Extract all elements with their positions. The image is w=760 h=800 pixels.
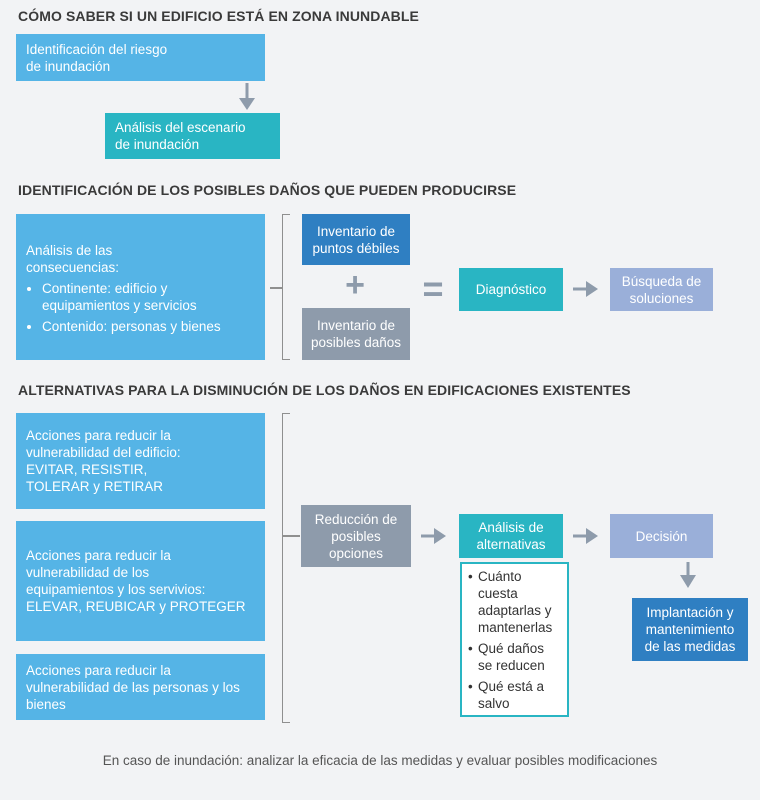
list-item: • Qué está a salvo [468,678,561,712]
box-text: Inventario de puntos débiles [312,223,400,256]
box-text-line: Identificación del riesgo [26,41,168,57]
bullet-icon: • [468,641,473,656]
flood-risk-identification-box: Identificación del riesgo de inundación [16,34,265,81]
question-text: Cuánto cuesta adaptarlas y mantenerlas [478,569,553,635]
box-text-line: Acciones para reducir la [26,548,171,563]
weak-points-inventory-box: Inventario de puntos débiles [302,214,410,265]
evaluation-questions-list: • Cuánto cuesta adaptarlas y mantenerlas… [460,562,569,717]
decision-box: Decisión [610,514,713,558]
connector-tick [270,287,282,289]
plus-sign: + [345,266,365,304]
box-text-line: EVITAR, RESISTIR, [26,462,148,477]
box-text-line: de inundación [26,58,111,74]
question-text: Qué está a salvo [478,679,545,711]
implementation-box: Implantación y mantenimiento de las medi… [632,598,748,661]
question-text: Qué daños se reducen [478,641,545,673]
flood-scenario-analysis-box: Análisis del escenario de inundación [105,113,280,159]
box-text: Reducción de posibles opciones [314,511,398,561]
box-text: Decisión [635,528,688,544]
connector-tick [282,535,300,537]
box-text-line: vulnerabilidad de los [26,565,150,580]
section3-bracket [282,413,290,723]
box-text: Análisis de alternativas [476,520,546,552]
bullet-icon: • [468,679,473,694]
box-text: Diagnóstico [475,282,547,297]
box-text: Implantación y mantenimiento de las medi… [644,605,736,654]
services-vulnerability-actions-box: Acciones para reducir la vulnerabilidad … [16,521,265,641]
list-item: • Cuánto cuesta adaptarlas y mantenerlas [468,568,561,636]
box-text-line: Acciones para reducir la [26,428,171,443]
box-text-line: vulnerabilidad de las personas y los [26,679,240,695]
section1-heading: CÓMO SABER SI UN EDIFICIO ESTÁ EN ZONA I… [18,8,419,24]
box-text-line: Análisis de las [26,243,113,258]
footer-note: En caso de inundación: analizar la efica… [102,753,658,768]
box-text: Inventario de posibles daños [310,318,402,350]
box-text-line: ELEVAR, REUBICAR y PROTEGER [26,599,246,614]
consequences-list: Continente: edificio y equipamientos y s… [26,280,255,339]
section3-heading: ALTERNATIVAS PARA LA DISMINUCIÓN DE LOS … [18,382,631,398]
box-text-line: consecuencias: [26,260,120,275]
box-text-line: vulnerabilidad del edificio: [26,445,181,460]
diagnosis-box: Diagnóstico [459,268,563,311]
options-reduction-box: Reducción de posibles opciones [301,505,411,567]
box-text-line: TOLERAR y RETIRAR [26,479,164,494]
consequence-item: Contenido: personas y bienes [42,318,255,335]
list-item: • Qué daños se reducen [468,640,561,674]
box-text-line: Análisis del escenario [115,120,246,135]
section2-heading: IDENTIFICACIÓN DE LOS POSIBLES DAÑOS QUE… [18,182,517,198]
box-text-line: Acciones para reducir la [26,662,171,678]
box-text-line: equipamientos y los servivios: [26,582,206,597]
damages-inventory-box: Inventario de posibles daños [302,308,410,360]
consequence-item: Continente: edificio y equipamientos y s… [42,280,255,314]
people-vulnerability-actions-box: Acciones para reducir la vulnerabilidad … [16,654,265,720]
bullet-icon: • [468,569,473,584]
box-text-line: de inundación [115,137,200,152]
equals-sign: = [422,268,444,309]
box-text-line: bienes [26,696,66,712]
section2-bracket [282,214,290,360]
consequences-analysis-box: Análisis de las consecuencias: Continent… [16,214,265,360]
solutions-search-box: Búsqueda de soluciones [610,268,713,311]
building-vulnerability-actions-box: Acciones para reducir la vulnerabilidad … [16,413,265,509]
alternatives-analysis-box: Análisis de alternativas [459,514,563,558]
box-text: Búsqueda de soluciones [621,273,702,306]
